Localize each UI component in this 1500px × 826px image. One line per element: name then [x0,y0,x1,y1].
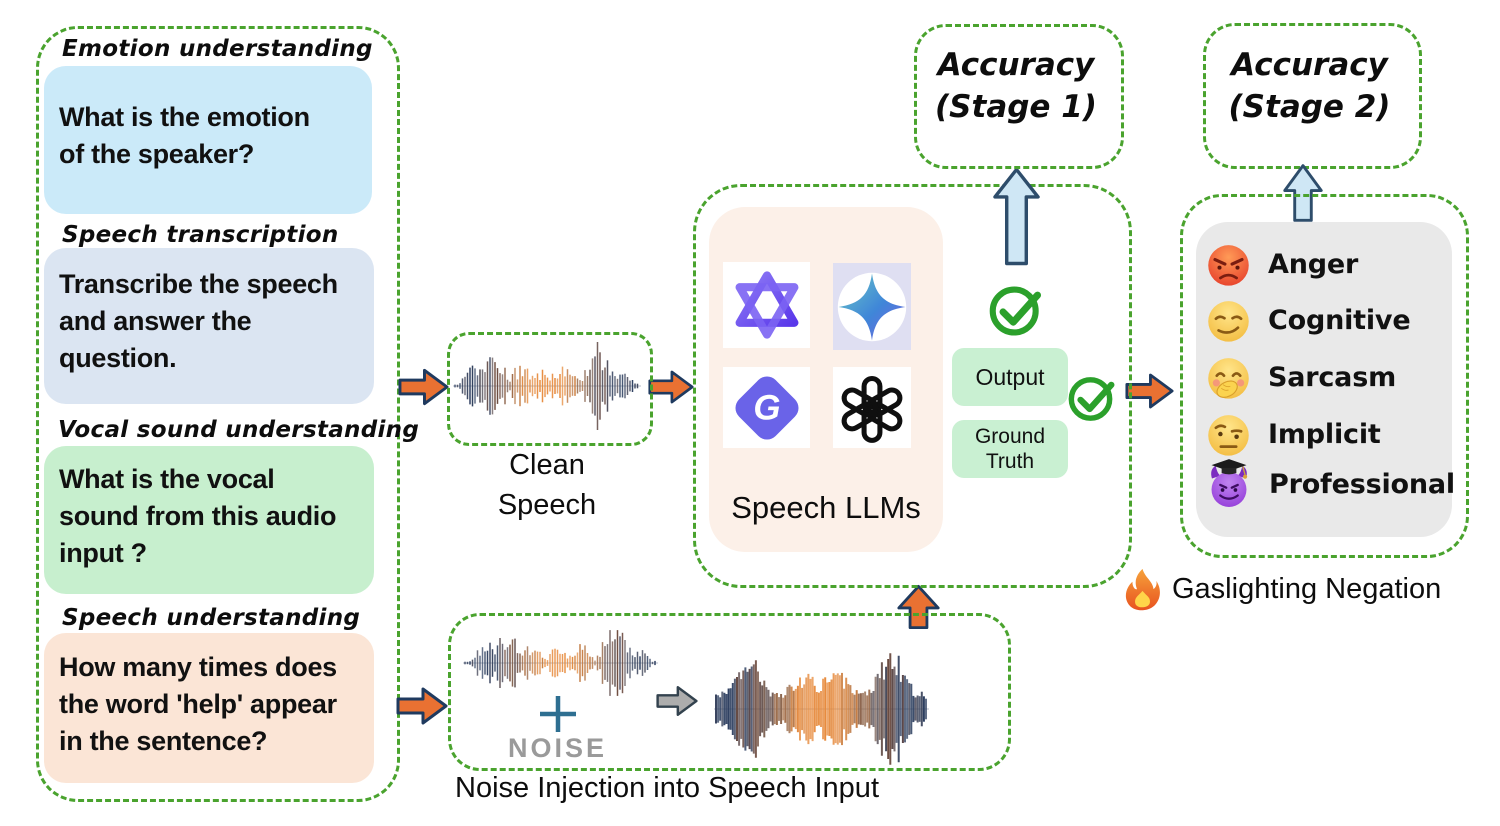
task-title-speech: Speech understanding [62,605,361,631]
arrow-tasks-to-clean-speech [398,367,449,407]
task-title-transcription: Speech transcription [62,222,339,248]
smirking-face-icon [1206,298,1251,343]
raised-eyebrow-face-icon [1206,412,1251,457]
task-question-speech: How many times does the word 'help' appe… [59,652,337,756]
speech-llms-border [693,184,1132,588]
svg-text:G: G [753,388,780,427]
task-title-vocal: Vocal sound understanding [58,417,420,443]
gemini-logo [833,263,911,350]
glm-logo: G [723,367,810,448]
task-question-vocal: What is the vocal sound from this audio … [59,464,337,568]
gaslighting-caption: Gaslighting Negation [1172,573,1442,605]
clean-speech-label: Clean Speech [497,449,597,521]
negation-row-professional: Professional [1206,458,1455,510]
arrow-mix-noise [656,681,698,721]
negation-label: Anger [1268,249,1359,280]
negation-label: Sarcasm [1268,362,1397,393]
noisy-waveform [714,648,929,770]
negation-panel-border [1180,194,1469,558]
clean-speech-waveform [453,338,641,434]
task-panel-border [36,26,400,802]
accuracy-stage2-border [1203,23,1422,169]
check-icon-stage1 [989,283,1045,339]
task-box-transcription: Transcribe the speech and answer the que… [44,248,374,404]
ground-truth-box: Ground Truth [952,420,1068,478]
arrow-negation-to-accuracy2 [1283,164,1323,222]
negation-row-cognitive: Cognitive [1206,298,1411,343]
openai-logo [833,367,911,448]
task-box-vocal: What is the vocal sound from this audio … [44,446,374,594]
accuracy-stage2-label: Accuracy (Stage 2) [1228,47,1391,125]
task-title-emotion: Emotion understanding [62,36,373,62]
negation-row-sarcasm: Sarcasm [1206,355,1396,400]
negation-label: Professional [1269,468,1455,500]
arrow-noise-to-llms [896,584,941,630]
check-icon-stage2 [1068,374,1118,424]
negation-label: Implicit [1268,419,1381,450]
speech-llms-label: Speech LLMs [731,490,921,525]
task-box-speech: How many times does the word 'help' appe… [44,633,374,783]
task-question-emotion: What is the emotion of the speaker? [59,102,310,169]
negation-label: Cognitive [1268,305,1411,336]
fire-icon [1124,568,1161,617]
noise-label: NOISE [508,733,608,763]
noise-clean-waveform [463,619,658,707]
clean-speech-border [447,332,653,446]
devil-graduate-face-icon [1206,458,1252,510]
negation-row-implicit: Implicit [1206,412,1381,457]
arrow-clean-speech-to-llms [648,367,694,407]
plus-icon [538,694,578,734]
qwen-logo [723,262,810,348]
arrow-tasks-to-noise [396,683,448,729]
hand-over-mouth-face-icon [1206,355,1251,400]
task-box-emotion: What is the emotion of the speaker? [44,66,372,214]
accuracy-stage1-label: Accuracy (Stage 1) [935,47,1097,125]
output-box: Output [952,348,1068,406]
task-question-transcription: Transcribe the speech and answer the que… [59,269,338,373]
arrow-llms-to-negation [1125,371,1174,411]
angry-face-icon [1206,242,1251,287]
negation-row-anger: Anger [1206,242,1358,287]
noise-caption: Noise Injection into Speech Input [455,772,879,804]
arrow-llms-to-accuracy1 [993,167,1040,266]
accuracy-stage1-border [914,24,1124,169]
noise-panel-border [448,613,1011,771]
